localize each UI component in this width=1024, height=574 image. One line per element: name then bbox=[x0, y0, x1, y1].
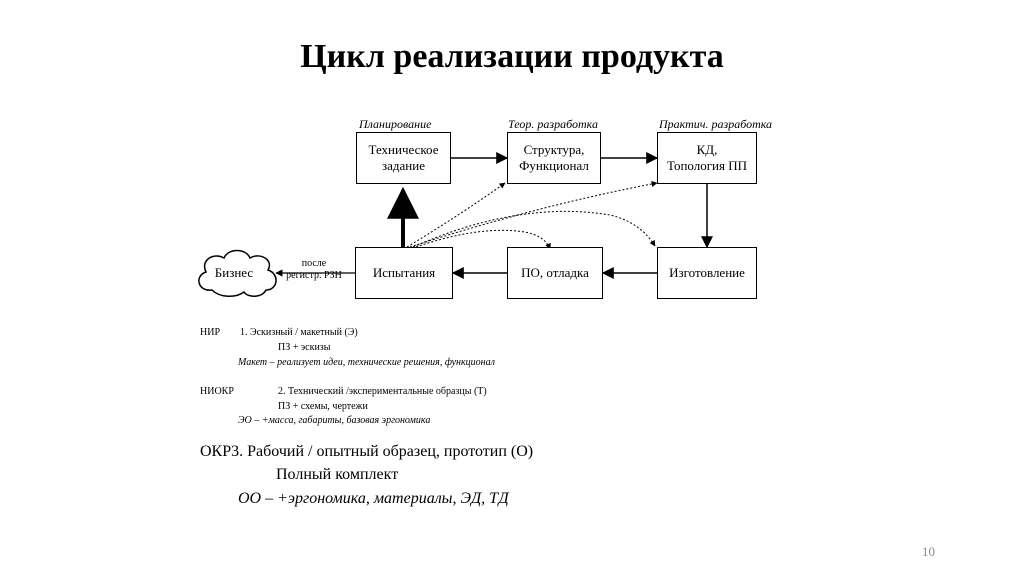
arrow-label-line2: регистр. РЗН bbox=[286, 270, 342, 281]
box-structure-line2: Функционал bbox=[519, 158, 589, 173]
dotted-arrow-to-manufacturing bbox=[412, 210, 656, 248]
niokr-line1: 2. Технический /экспериментальные образц… bbox=[278, 386, 487, 397]
nir-code: НИР bbox=[200, 327, 221, 338]
box-tests: Испытания bbox=[355, 247, 453, 299]
arrow-label-line1: после bbox=[301, 258, 327, 269]
box-kd-line2: Топология ПП bbox=[666, 158, 748, 173]
niokr-line3: ЭО – +масса, габариты, базовая эргономик… bbox=[238, 415, 431, 426]
box-structure: Структура,Функционал bbox=[507, 132, 601, 184]
dotted-arrow-to-software bbox=[415, 229, 551, 250]
caption-planning: Планирование bbox=[359, 117, 432, 131]
niokr-line2: ПЗ + схемы, чертежи bbox=[278, 401, 368, 412]
business-cloud-shape bbox=[198, 249, 277, 297]
box-kd: КД,Топология ПП bbox=[657, 132, 757, 184]
box-technical-spec-line1: Техническое bbox=[368, 142, 439, 157]
caption-practice: Практич. разработка bbox=[659, 117, 773, 131]
box-technical-spec-line2: задание bbox=[382, 158, 425, 173]
okr-line2: Полный комплект bbox=[276, 466, 399, 483]
business-cloud-label: Бизнес bbox=[214, 265, 254, 280]
arrow-label: после регистр. РЗН bbox=[278, 258, 350, 282]
slide-title: Цикл реализации продукта bbox=[300, 38, 724, 75]
box-manufacturing: Изготовление bbox=[657, 247, 757, 299]
box-structure-line1: Структура, bbox=[523, 142, 585, 157]
nir-line2: ПЗ + эскизы bbox=[278, 342, 331, 353]
okr-line1: ОКР3. Рабочий / опытный образец, прототи… bbox=[200, 443, 534, 460]
okr-line3: ОО – +эргономика, материалы, ЭД, ТД bbox=[238, 490, 509, 507]
caption-theory: Теор. разработка bbox=[508, 117, 598, 131]
niokr-code: НИОКР bbox=[200, 386, 234, 397]
box-kd-line1: КД, bbox=[696, 142, 718, 157]
nir-line3: Макет – реализует идеи, технические реше… bbox=[238, 357, 495, 368]
box-software: ПО, отладка bbox=[507, 247, 603, 299]
page-number: 10 bbox=[922, 544, 935, 559]
dotted-arrow-to-kd bbox=[409, 181, 658, 248]
dotted-arrow-to-structure bbox=[406, 182, 506, 248]
nir-line1: 1. Эскизный / макетный (Э) bbox=[240, 327, 358, 338]
